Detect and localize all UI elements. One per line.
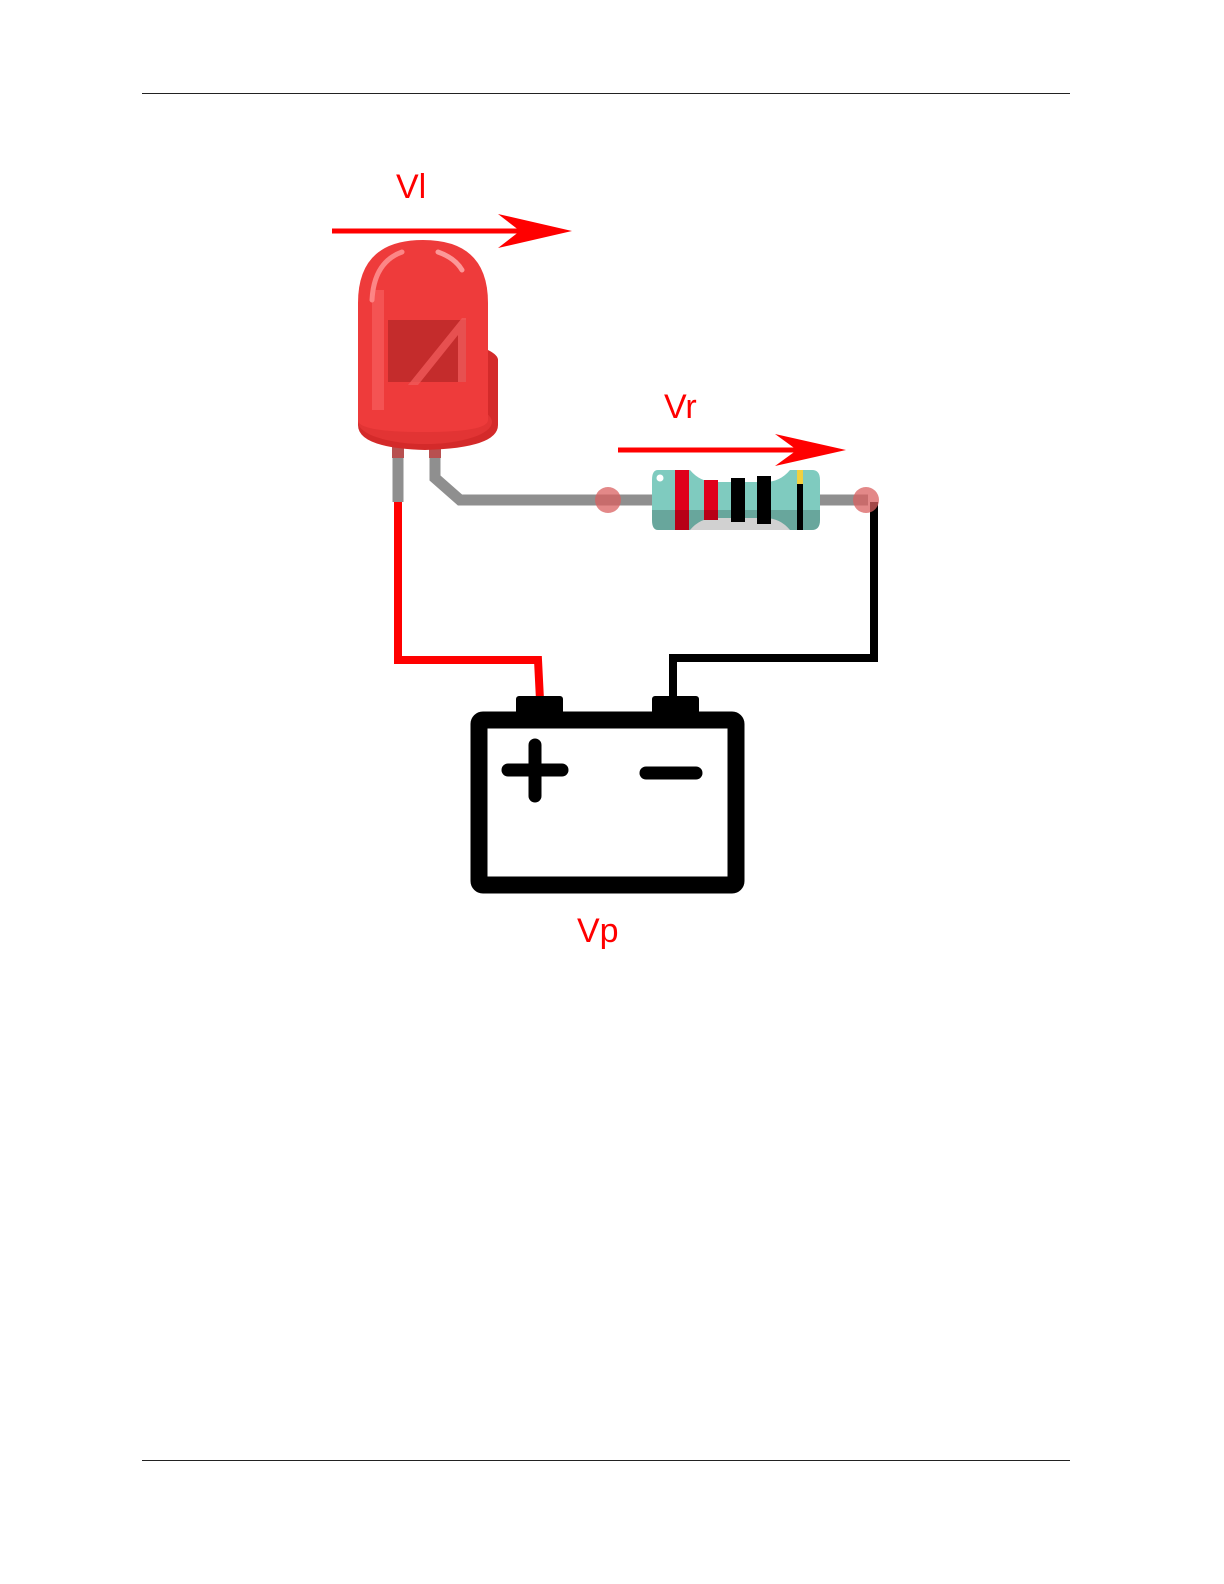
led-to-resistor-wire (435, 455, 612, 500)
battery-icon (479, 696, 736, 885)
led-icon (358, 240, 498, 458)
led-voltage-label: Vl (396, 168, 426, 206)
resistor-voltage-arrow (618, 434, 846, 466)
positive-wire (398, 502, 540, 700)
resistor-voltage-label: Vr (664, 388, 697, 426)
resistor-icon (595, 470, 879, 530)
led-voltage-arrow (332, 214, 572, 248)
supply-voltage-label: Vp (577, 912, 619, 950)
negative-wire (673, 502, 874, 700)
